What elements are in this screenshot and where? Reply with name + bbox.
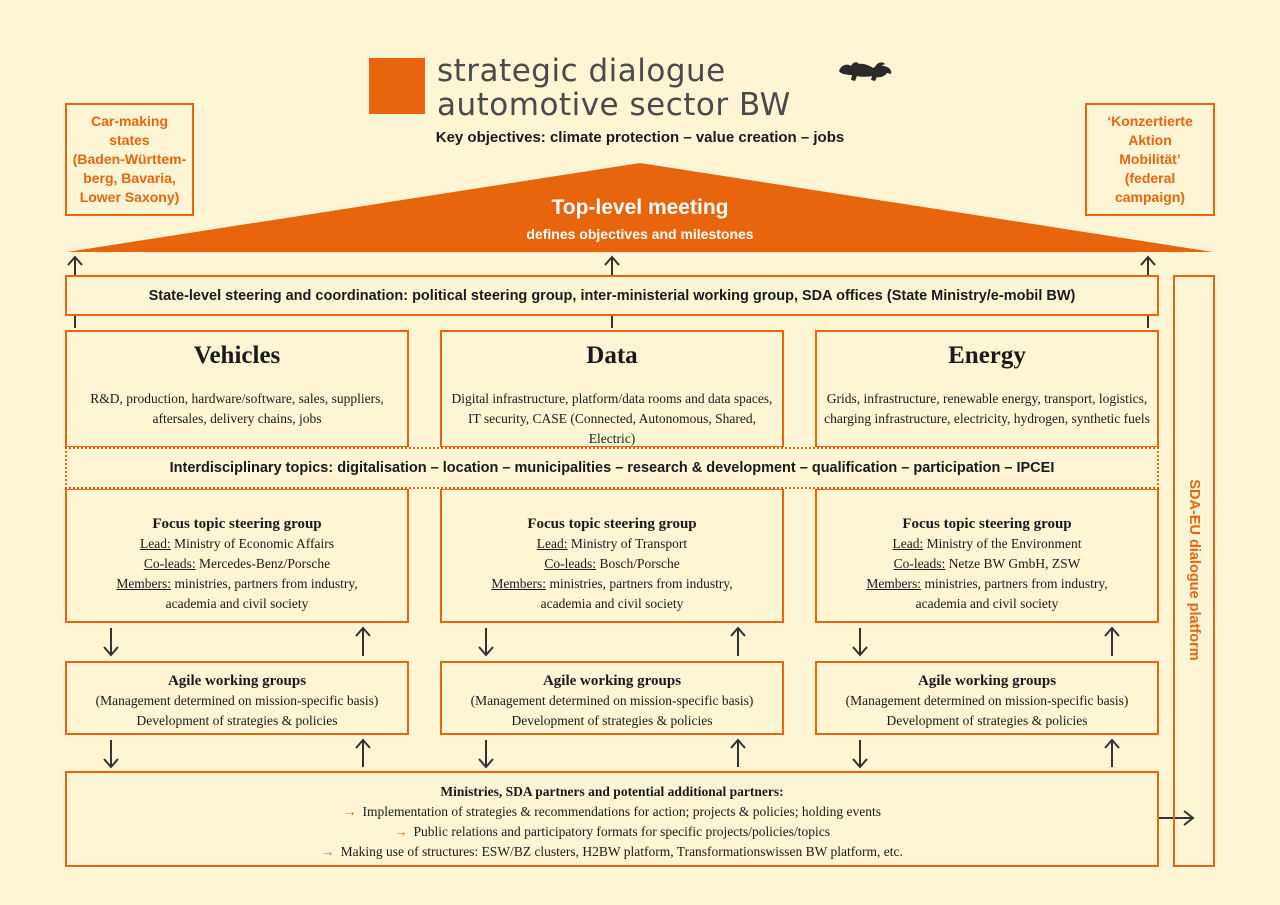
- members-label: Members:: [116, 576, 172, 591]
- partners-item: → Public relations and participatory form…: [67, 822, 1157, 842]
- eu-dialogue-platform-label: SDA-EU dialogue platform: [1186, 479, 1202, 661]
- agile-line: (Management determined on mission-specif…: [470, 693, 754, 708]
- partners-box: Ministries, SDA partners and potential a…: [65, 771, 1159, 867]
- lead-value: Ministry of Economic Affairs: [170, 536, 334, 551]
- agile-line: Development of strategies & policies: [886, 713, 1088, 728]
- agile-title: Agile working groups: [917, 673, 1057, 689]
- key-objectives: Key objectives: climate protection – val…: [435, 129, 845, 146]
- agile-title: Agile working groups: [167, 673, 307, 689]
- partners-title: Ministries, SDA partners and potential a…: [440, 784, 784, 799]
- coleads-label: Co-leads:: [544, 556, 597, 571]
- agile-line: Development of strategies & policies: [136, 713, 338, 728]
- lead-label: Lead:: [892, 536, 924, 551]
- column-desc-line: Grids, infrastructure, renewable energy,…: [826, 391, 1148, 406]
- arrow-right-icon: →: [393, 824, 408, 839]
- right-box-line: ‘Konzertierte: [1107, 113, 1193, 129]
- eu-dialogue-platform-box: [1173, 275, 1215, 867]
- left-box-line: Car-making: [90, 113, 168, 129]
- members-value: ministries, partners from industry,: [546, 576, 733, 591]
- partners-item-text: Implementation of strategies & recommend…: [362, 804, 882, 819]
- members-value-2: academia and civil society: [165, 596, 309, 611]
- members-value-2: academia and civil society: [915, 596, 1059, 611]
- column-description: Grids, infrastructure, renewable energy,…: [823, 389, 1151, 429]
- lead-value: Ministry of Transport: [567, 536, 688, 551]
- right-box-line: Mobilität’: [1119, 151, 1181, 167]
- lead-value: Ministry of the Environment: [923, 536, 1082, 551]
- logo-square: [369, 58, 425, 114]
- coleads-label: Co-leads:: [893, 556, 946, 571]
- lion-icon: [839, 62, 892, 81]
- coleads-value: Netze BW GmbH, ZSW: [945, 556, 1081, 571]
- brand-line-1: strategic dialogue: [437, 53, 726, 89]
- members-label: Members:: [491, 576, 547, 591]
- top-meeting-subtitle: defines objectives and milestones: [526, 226, 754, 242]
- interdisciplinary-topics: Interdisciplinary topics: digitalisation…: [65, 447, 1159, 489]
- right-box-line: Aktion: [1128, 132, 1172, 148]
- agile-groups-data: Agile working groups (Management determi…: [440, 661, 784, 735]
- members-label: Members:: [866, 576, 922, 591]
- partners-item-text: Making use of structures: ESW/BZ cluster…: [340, 844, 903, 859]
- konzertierte-aktion-box: ‘Konzertierte Aktion Mobilität’ (federal…: [1085, 103, 1215, 216]
- column-title: Energy: [948, 342, 1026, 369]
- column-desc-line: charging infrastructure, electricity, hy…: [824, 411, 1150, 426]
- column-desc-line: Digital infrastructure, platform/data ro…: [451, 391, 773, 406]
- agile-line: Development of strategies & policies: [511, 713, 713, 728]
- car-making-states-box: Car-making states (Baden-Württem- berg, …: [65, 103, 194, 216]
- arrow-right-icon: →: [321, 844, 335, 859]
- left-box-line: states: [109, 132, 150, 148]
- arrow-right-icon: →: [343, 804, 357, 819]
- coleads-value: Mercedes-Benz/Porsche: [195, 556, 331, 571]
- column-desc-line: aftersales, delivery chains, jobs: [152, 411, 322, 426]
- members-value-2: academia and civil society: [540, 596, 684, 611]
- lead-label: Lead:: [536, 536, 568, 551]
- coleads-value: Bosch/Porsche: [596, 556, 680, 571]
- top-meeting-title: Top-level meeting: [551, 196, 729, 219]
- column-desc-line: R&D, production, hardware/software, sale…: [90, 391, 384, 406]
- members-value: ministries, partners from industry,: [171, 576, 358, 591]
- column-title: Vehicles: [193, 342, 281, 369]
- data-box: Data Digital infrastructure, platform/da…: [440, 330, 784, 448]
- vehicles-box: Vehicles R&D, production, hardware/softw…: [65, 330, 409, 448]
- left-box-line: Lower Saxony): [79, 189, 180, 205]
- right-box-line: campaign): [1114, 189, 1185, 205]
- partners-item: → Implementation of strategies & recommen…: [67, 802, 1157, 822]
- partners-item-text: Public relations and participatory forma…: [413, 824, 830, 839]
- right-box-line: (federal: [1124, 170, 1176, 186]
- state-level-steering: State-level steering and coordination: p…: [65, 275, 1159, 316]
- column-description: Digital infrastructure, platform/data ro…: [448, 389, 776, 449]
- focus-title: Focus topic steering group: [527, 516, 697, 532]
- agile-line: (Management determined on mission-specif…: [845, 693, 1129, 708]
- agile-title: Agile working groups: [542, 673, 682, 689]
- agile-groups-energy: Agile working groups (Management determi…: [815, 661, 1159, 735]
- left-box-line: berg, Bavaria,: [83, 170, 176, 186]
- focus-group-energy: Focus topic steering group Lead: Ministr…: [815, 488, 1159, 623]
- lead-label: Lead:: [140, 536, 171, 551]
- agile-line: (Management determined on mission-specif…: [95, 693, 379, 708]
- focus-group-vehicles: Focus topic steering group Lead: Ministr…: [65, 488, 409, 623]
- focus-title: Focus topic steering group: [902, 516, 1072, 532]
- left-box-line: (Baden-Württem-: [72, 151, 187, 167]
- energy-box: Energy Grids, infrastructure, renewable …: [815, 330, 1159, 448]
- partners-item: → Making use of structures: ESW/BZ cluste…: [67, 842, 1157, 862]
- column-desc-line: IT security, CASE (Connected, Autonomous…: [468, 411, 756, 446]
- column-title: Data: [586, 342, 638, 369]
- focus-title: Focus topic steering group: [152, 516, 322, 532]
- coleads-label: Co-leads:: [143, 556, 196, 571]
- agile-groups-vehicles: Agile working groups (Management determi…: [65, 661, 409, 735]
- brand-line-2: automotive sector BW: [437, 87, 791, 123]
- focus-group-data: Focus topic steering group Lead: Ministr…: [440, 488, 784, 623]
- column-description: R&D, production, hardware/software, sale…: [73, 389, 401, 429]
- members-value: ministries, partners from industry,: [921, 576, 1108, 591]
